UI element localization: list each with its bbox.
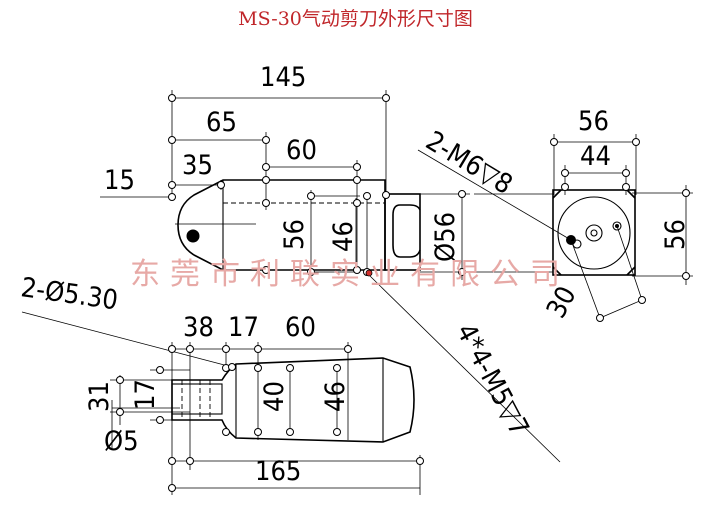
dim-bottom-38: 38 [183,312,214,343]
dim-top-145: 145 [260,62,306,93]
dim-bottom-31: 31 [84,381,115,412]
note-2-m6: 2-M6▽8 [420,125,517,200]
dim-top-h46: 46 [328,221,359,252]
dim-side-56: 56 [578,106,609,137]
bottom-view: 2-Ø5.30 38 17 60 31 17 40 46 Ø5 165 4*4-… [19,272,535,495]
dim-side-44: 44 [580,141,611,172]
dim-side-h56: 56 [660,219,691,250]
top-view-flange [384,193,421,271]
bottom-view-nodes [116,345,424,492]
dim-top-35: 35 [182,150,213,181]
tip-pin-hole [186,229,200,243]
dim-top-h56: 56 [279,219,310,250]
dim-bottom-46: 46 [320,381,351,412]
dim-bottom-dia5: Ø5 [104,426,139,457]
dim-bottom-17: 17 [228,312,259,343]
dim-bottom-40: 40 [259,381,290,412]
dim-top-60: 60 [286,135,317,166]
company-watermark: 东莞市利联实业有限公司 [130,257,570,292]
dim-top-65: 65 [206,107,237,138]
top-view-nodes [168,94,466,277]
dim-top-15: 15 [104,165,135,196]
dim-bottom-17v: 17 [130,379,161,410]
side-view-bore [585,224,603,242]
note-2-dia5-30: 2-Ø5.30 [19,272,120,316]
side-view-body [552,189,636,276]
side-view-nodes [550,138,690,322]
dim-top-dia56: Ø56 [430,212,461,262]
top-view-body [177,179,386,271]
dim-bottom-165: 165 [255,456,301,487]
dim-bottom-60: 60 [285,312,316,343]
note-4-m5: 4*4-M5▽7 [450,319,535,442]
top-view: 145 65 60 35 15 56 46 Ø56 [100,62,470,280]
drawing-title: MS-30气动剪刀外形尺寸图 [238,8,473,30]
